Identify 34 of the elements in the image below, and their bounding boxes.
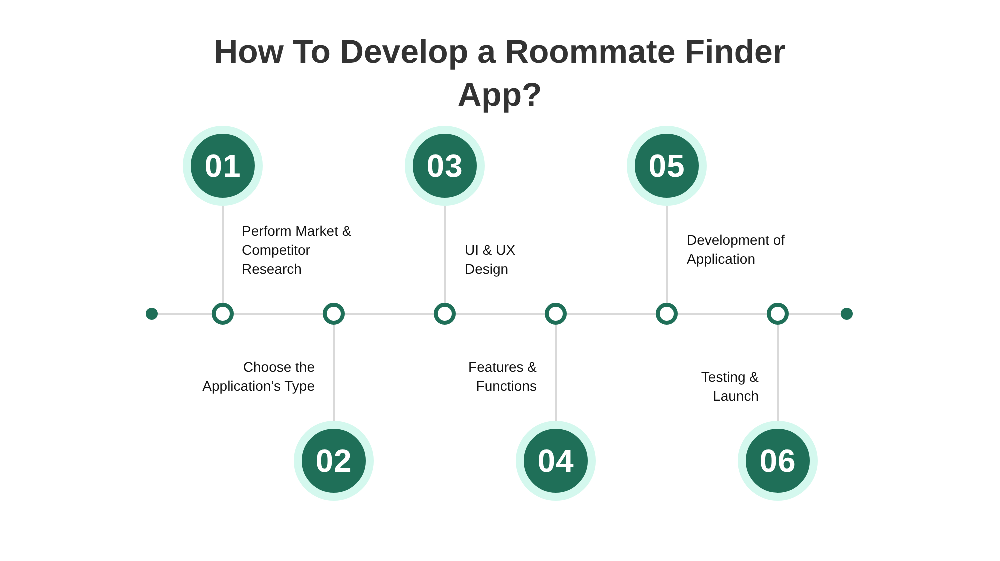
timeline-end-dot xyxy=(146,308,158,320)
timeline-line xyxy=(456,313,545,315)
timeline-line xyxy=(345,313,434,315)
step-label: Testing & Launch xyxy=(700,368,759,406)
step-number-circle: 01 xyxy=(183,126,263,206)
step-number-circle: 02 xyxy=(294,421,374,501)
timeline-ring xyxy=(656,303,678,325)
connector-line xyxy=(444,206,446,303)
timeline-ring xyxy=(212,303,234,325)
step-number-circle: 04 xyxy=(516,421,596,501)
timeline-ring xyxy=(323,303,345,325)
timeline-line xyxy=(567,313,656,315)
connector-line xyxy=(333,325,335,421)
connector-line xyxy=(555,325,557,421)
timeline-line xyxy=(234,313,323,315)
timeline-ring xyxy=(545,303,567,325)
timeline-line xyxy=(678,313,767,315)
connector-line xyxy=(222,206,224,303)
step-number-circle: 06 xyxy=(738,421,818,501)
connector-line xyxy=(666,206,668,303)
connector-line xyxy=(777,325,779,421)
step-number-circle: 05 xyxy=(627,126,707,206)
step-label: Development of Application xyxy=(687,231,786,269)
title: How To Develop a Roommate Finder App? xyxy=(213,32,787,115)
timeline-line xyxy=(158,313,212,315)
timeline-ring xyxy=(767,303,789,325)
step-label: Perform Market & Competitor Research xyxy=(242,222,353,279)
timeline-end-dot xyxy=(841,308,853,320)
step-label: UI & UX Design xyxy=(465,241,517,279)
timeline-ring xyxy=(434,303,456,325)
step-number-circle: 03 xyxy=(405,126,485,206)
timeline-line xyxy=(789,313,841,315)
step-label: Features & Functions xyxy=(468,358,537,396)
step-label: Choose the Application’s Type xyxy=(202,358,315,396)
